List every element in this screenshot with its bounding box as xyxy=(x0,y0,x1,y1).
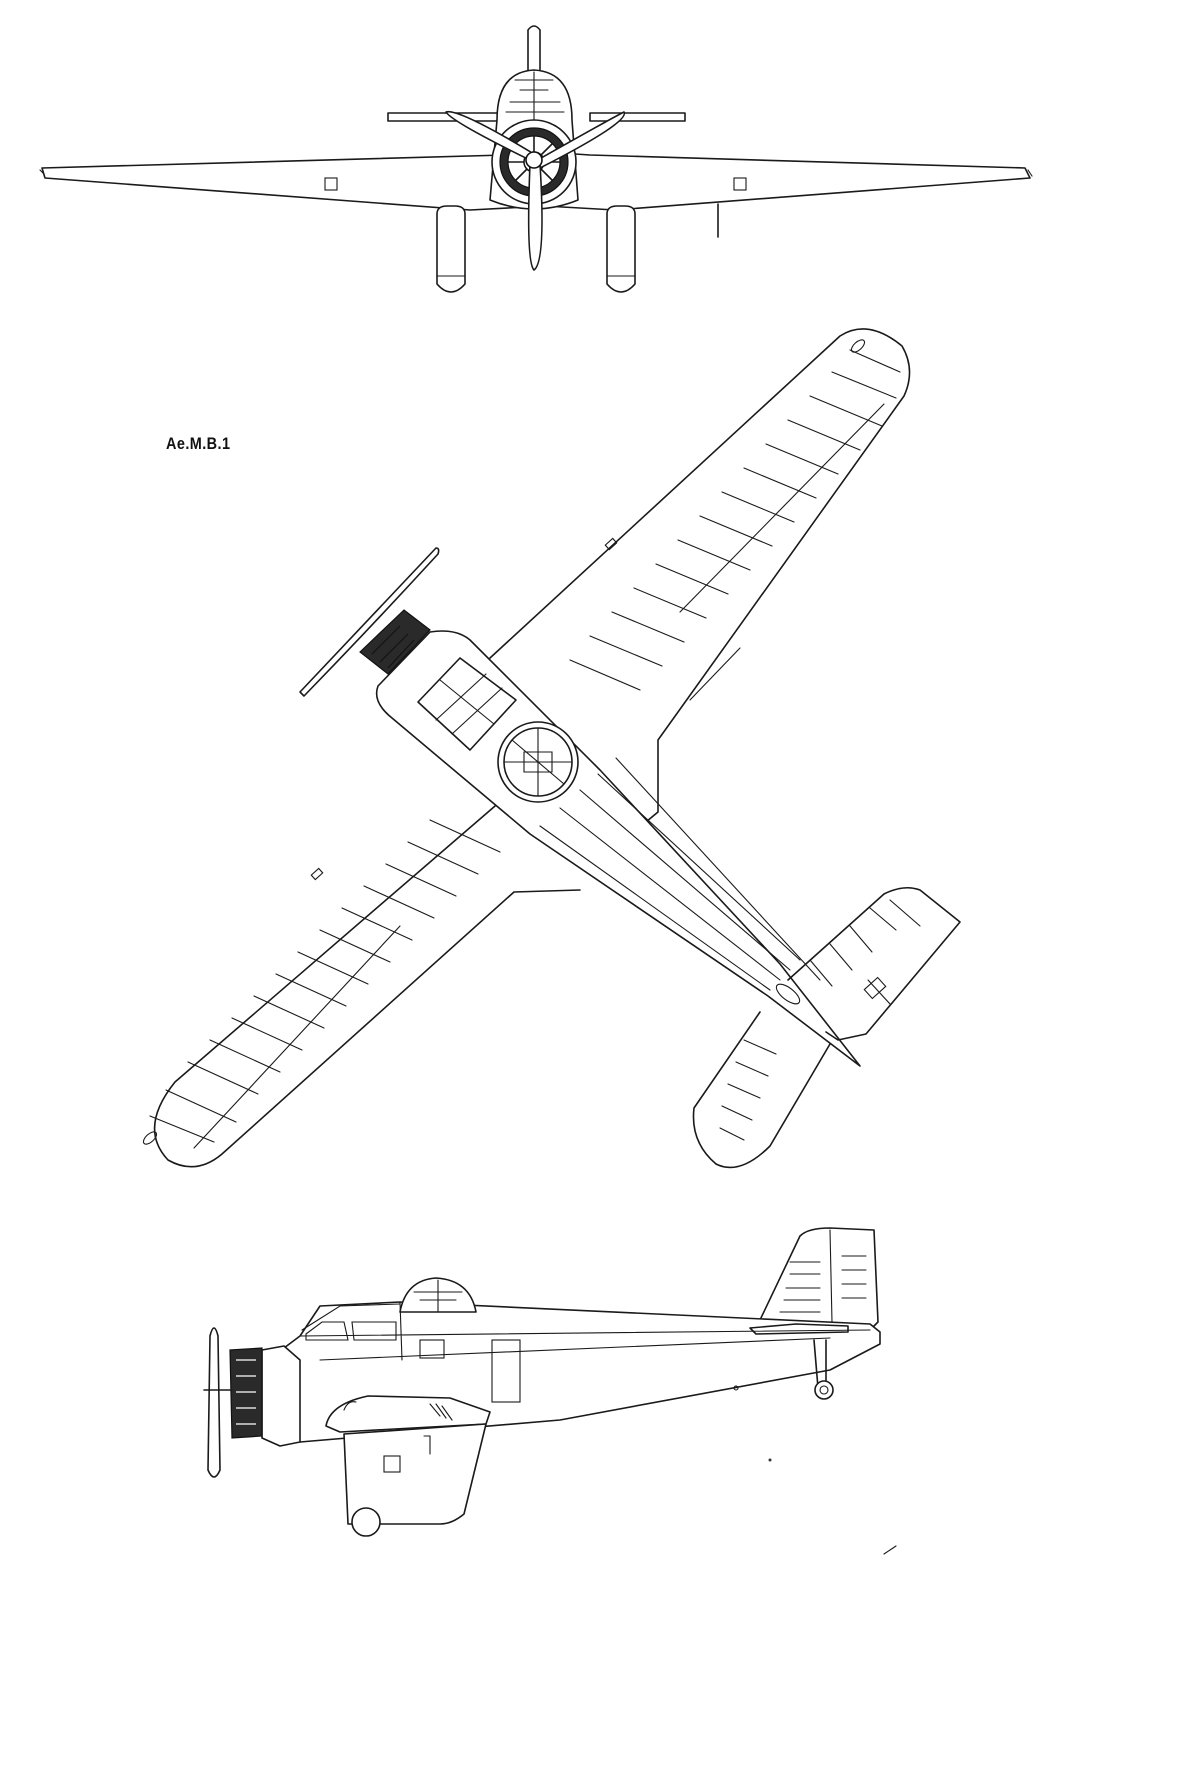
side-view-propeller xyxy=(207,1327,221,1478)
plan-view-engine xyxy=(359,609,431,675)
plan-view-fuselage xyxy=(375,630,861,1067)
plan-view-left-wing xyxy=(153,799,581,1168)
plan-view-left-wing-ribs xyxy=(142,819,501,1149)
front-view-propeller xyxy=(445,110,626,271)
side-view-engine xyxy=(229,1345,301,1447)
plan-view-right-wing-ribs xyxy=(569,339,901,701)
front-view-left-wheel-spat xyxy=(436,205,466,293)
side-view-main-gear-spat xyxy=(343,1423,487,1525)
front-view-right-wheel-spat xyxy=(606,205,636,293)
side-view xyxy=(203,1227,881,1537)
aircraft-designation: Ae.M.B.1 xyxy=(166,434,231,453)
plan-view-tailplane xyxy=(692,886,961,1169)
front-view-fin xyxy=(527,25,541,71)
side-view-fin xyxy=(759,1227,879,1331)
plan-view-right-wing xyxy=(489,328,911,861)
plan-view xyxy=(142,328,961,1169)
side-view-wing xyxy=(325,1395,491,1433)
front-view xyxy=(39,25,1033,293)
plan-view-propeller xyxy=(299,547,440,697)
side-view-tail-wheel xyxy=(813,1339,834,1400)
side-view-main-wheel xyxy=(351,1507,381,1537)
plan-view-turret xyxy=(497,721,579,803)
